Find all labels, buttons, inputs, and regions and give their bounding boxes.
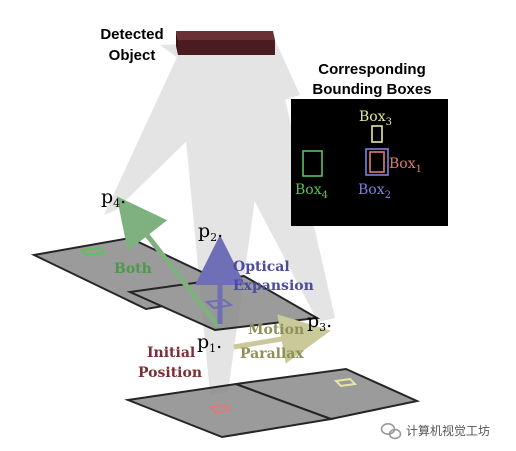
caption-initial-line1: Initial [147, 345, 195, 361]
detected-object-box [176, 31, 275, 55]
label-p1: p1. [197, 331, 222, 355]
detected-title-line2: Object [109, 47, 156, 64]
caption-both: Both [114, 261, 152, 277]
titles: Detected Object Corresponding Bounding B… [100, 26, 431, 98]
detected-title-line1: Detected [100, 26, 163, 43]
panel-box-2 [365, 148, 389, 176]
caption-initial-line2: Position [138, 365, 202, 381]
caption-optical-line2: Expansion [233, 278, 314, 294]
panel-box-4 [302, 150, 323, 177]
plane-bounding-boxes [80, 246, 358, 415]
caption-motion-line2: Parallax [240, 346, 304, 362]
plane-box-4 [80, 246, 106, 257]
panel-boxes [302, 125, 389, 177]
panel-title-line2: Bounding Boxes [312, 81, 431, 98]
panel-box-3 [371, 125, 383, 143]
label-box4: Box4 [295, 182, 328, 201]
label-p4: p4. [101, 186, 126, 210]
label-box1: Box1 [389, 156, 422, 175]
plane-box-1 [209, 403, 233, 415]
panel-labels: Box3 Box1 Box4 Box2 [295, 109, 422, 201]
panel-title-line1: Corresponding [318, 61, 426, 78]
label-p2: p2. [198, 220, 223, 244]
caption-motion-line1: Motion [248, 322, 304, 338]
panel-box-1 [369, 151, 385, 173]
caption-optical-line1: Optical [233, 259, 290, 275]
motion-parallax-arrow [233, 314, 331, 364]
label-box2: Box2 [358, 182, 391, 201]
plane-motion [235, 367, 421, 421]
wechat-logo-icon [380, 422, 402, 440]
label-p3: p3. [307, 310, 332, 334]
frustum-to-panel [160, 40, 300, 110]
watermark: 计算机视觉工坊 [380, 422, 490, 440]
point-labels: p4. p2. p3. p1. [101, 186, 332, 355]
plane-box-3 [333, 377, 358, 388]
arrow-captions: Both Optical Expansion Motion Parallax I… [114, 259, 314, 381]
both-arrow [116, 196, 220, 328]
watermark-text: 计算机视觉工坊 [406, 423, 490, 438]
label-box3: Box3 [359, 109, 392, 128]
